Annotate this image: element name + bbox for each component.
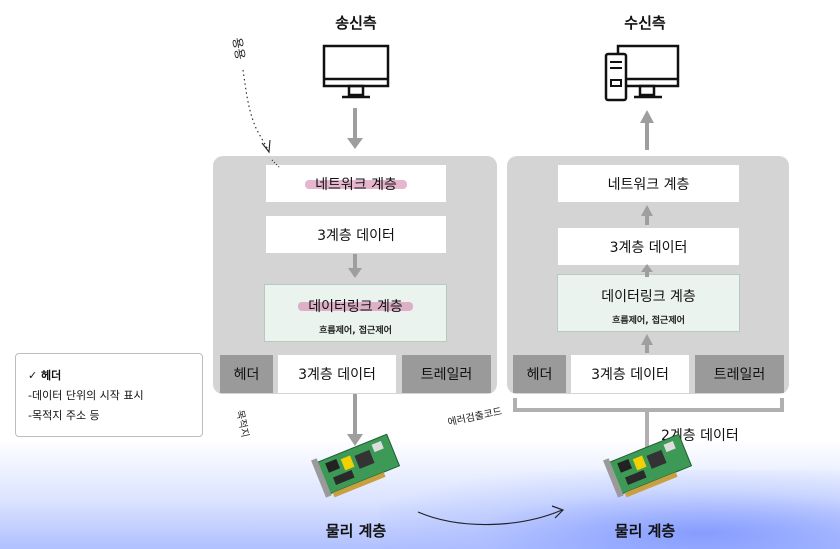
physical-layer-left: 물리 계층 [325, 522, 387, 540]
physical-layer-right: 물리 계층 [614, 522, 676, 540]
sender-trailer: 트레일러 [402, 355, 491, 393]
receiver-trailer: 트레일러 [695, 355, 784, 393]
receiver-nic-icon [603, 433, 693, 498]
header-note-line2: -목적지 주소 등 [28, 409, 100, 422]
sender-l3-data: 3계층 데이터 [266, 216, 446, 253]
sender-arrows [347, 108, 363, 446]
receiver-datalink-label: 데이터링크 계층 [601, 289, 696, 305]
highlight-mark: 네트워크 계층 [305, 174, 407, 194]
sender-datalink-layer: 데이터링크 계층 흐름제어, 접근제어 [264, 284, 447, 342]
receiver-frame-data: 3계층 데이터 [571, 355, 689, 393]
background-glow [380, 470, 840, 549]
receiver-arrows [640, 110, 654, 353]
sender-header: 헤더 [220, 355, 273, 393]
sender-nic-icon [311, 433, 401, 498]
sender-datalink-label: 데이터링크 계층 [308, 299, 403, 315]
sender-title: 송신측 [335, 14, 377, 32]
receiver-computer-icon [604, 44, 680, 102]
receiver-network-layer: 네트워크 계층 [558, 165, 739, 202]
receiver-l3-data: 3계층 데이터 [558, 228, 739, 265]
sender-network-layer-label: 네트워크 계층 [315, 176, 397, 193]
receiver-header: 헤더 [513, 355, 566, 393]
header-note: ✓ 헤더 -데이터 단위의 시작 표시 -목적지 주소 등 [15, 353, 203, 437]
sender-frame-data: 3계층 데이터 [278, 355, 396, 393]
sender-network-layer: 네트워크 계층 [266, 165, 446, 202]
frame-bracket [513, 398, 784, 448]
header-note-title: ✓ 헤더 [28, 369, 62, 382]
header-note-line1: -데이터 단위의 시작 표시 [28, 389, 144, 402]
sender-computer-icon [322, 44, 390, 99]
sender-datalink-sub: 흐름제어, 접근제어 [319, 326, 392, 336]
receiver-datalink-layer: 데이터링크 계층 흐름제어, 접근제어 [557, 274, 740, 332]
transmission-arrow [417, 505, 565, 526]
handwritten-pointer [242, 69, 281, 169]
highlight-mark: 데이터링크 계층 [298, 296, 413, 316]
receiver-datalink-sub: 흐름제어, 접근제어 [612, 316, 685, 326]
receiver-title: 수신측 [624, 14, 666, 32]
